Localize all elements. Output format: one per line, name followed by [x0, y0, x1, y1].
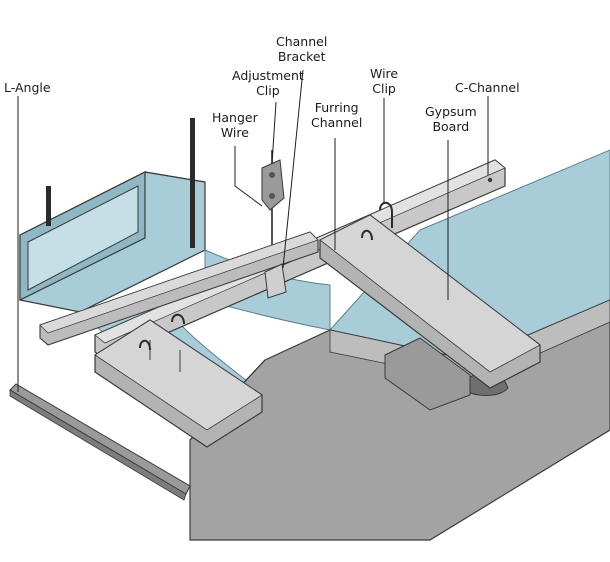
- label-wire-clip: Wire Clip: [370, 66, 399, 96]
- label-furring-channel: Furring Channel: [311, 100, 363, 130]
- l-angle-member: [9, 383, 191, 501]
- label-gypsum-board: Gypsum Board: [425, 104, 477, 134]
- label-channel-bracket: Channel Bracket: [276, 34, 328, 64]
- furring-channel-front: [94, 319, 263, 448]
- label-hanger-wire: Hanger Wire: [212, 110, 258, 140]
- label-c-channel: C-Channel: [455, 80, 520, 95]
- label-adjustment-clip: Adjustment Clip: [232, 68, 304, 98]
- leader-lines: [17, 69, 489, 392]
- adjustment-clip: [261, 159, 285, 211]
- lower-c-channel: [39, 231, 319, 346]
- channel-bracket: [264, 263, 287, 299]
- wire-clips: [139, 201, 393, 351]
- label-l-angle: L-Angle: [4, 80, 51, 95]
- furring-channel-right: [319, 214, 541, 411]
